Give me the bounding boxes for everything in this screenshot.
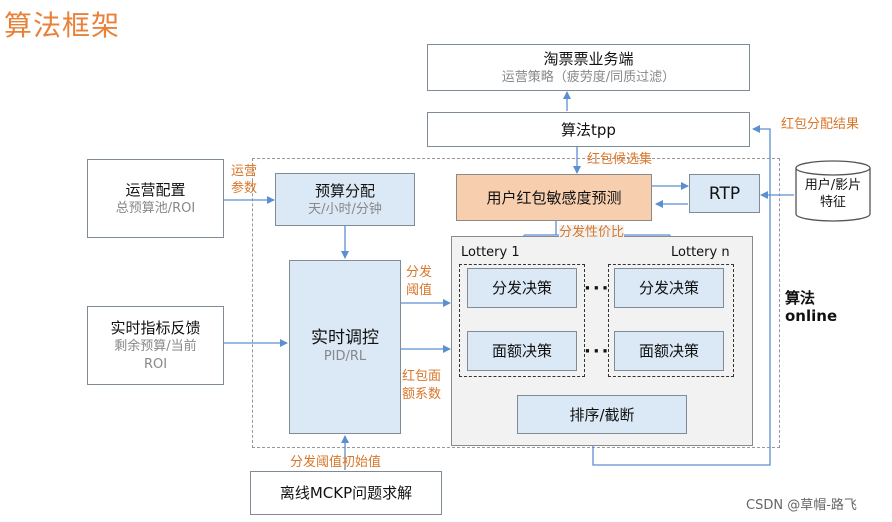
rtp-box: RTP — [689, 174, 760, 213]
allocation-result-label: 红包分配结果 — [781, 117, 860, 132]
algorithm-online-label-line2: online — [785, 307, 838, 325]
dispatch-decision-n-box: 分发决策 — [614, 268, 724, 308]
realtime-control-title: 实时调控 — [311, 328, 379, 348]
realtime-feedback-title: 实时指标反馈 — [110, 318, 201, 337]
ticket-business-end-title: 淘票票业务端 — [543, 49, 634, 68]
sort-truncate-title: 排序/截断 — [569, 405, 635, 424]
amount-decision-n-box: 面额决策 — [614, 331, 724, 371]
budget-allocation-subtitle: 天/小时/分钟 — [308, 201, 382, 217]
lottery-n-group — [608, 264, 734, 377]
dispatch-decision-1-box: 分发决策 — [467, 268, 577, 308]
dispatch-threshold-label-line1: 分发 — [406, 265, 433, 280]
redpack-candidates-label: 红包候选集 — [587, 152, 653, 167]
sort-truncate-box: 排序/截断 — [517, 395, 687, 434]
offline-mckp-box: 离线MCKP问题求解 — [250, 471, 442, 515]
realtime-feedback-box: 实时指标反馈 剩余预算/当前ROI — [87, 306, 224, 385]
face-coef-label-line2: 额系数 — [402, 387, 442, 402]
amount-decision-1-title: 面额决策 — [491, 342, 552, 360]
ops-config-title: 运营配置 — [125, 180, 186, 199]
algorithm-online-boundary — [252, 158, 780, 448]
face-coef-label-line1: 红包面 — [402, 369, 442, 384]
ops-config-subtitle: 总预算池/ROI — [115, 200, 196, 216]
realtime-control-subtitle: PID/RL — [323, 349, 367, 364]
ops-config-box: 运营配置 总预算池/ROI — [87, 159, 224, 238]
amount-decision-1-box: 面额决策 — [467, 331, 577, 371]
user-feature-label: 用户/影片特征 — [804, 178, 862, 210]
budget-allocation-title: 预算分配 — [314, 181, 375, 200]
amount-decision-n-title: 面额决策 — [638, 342, 699, 360]
ops-params-label-line1: 运营 — [231, 164, 258, 179]
database-icon — [795, 160, 871, 222]
lottery-n-label: Lottery n — [671, 245, 730, 260]
algorithm-tpp-title: 算法tpp — [561, 120, 616, 139]
user-feature-database: 用户/影片特征 — [795, 160, 871, 222]
sensitivity-prediction-box: 用户红包敏感度预测 — [456, 174, 652, 221]
dispatch-threshold-label-line2: 阈值 — [406, 283, 433, 298]
lottery-1-group — [459, 264, 585, 377]
ticket-business-end-subtitle: 运营策略（疲劳度/同质过滤） — [501, 69, 676, 85]
watermark: CSDN @草帽-路飞 — [746, 498, 857, 513]
algorithm-online-label-line1: 算法 — [785, 289, 816, 307]
ops-params-label-line2: 参数 — [231, 181, 258, 196]
dispatch-decision-n-title: 分发决策 — [638, 279, 699, 297]
dispatch-decision-1-title: 分发决策 — [491, 279, 552, 297]
ellipsis-dispatch: ··· — [584, 278, 611, 299]
ellipsis-amount: ··· — [584, 341, 611, 362]
realtime-control-box: 实时调控 PID/RL — [289, 260, 401, 434]
ticket-business-end-box: 淘票票业务端 运营策略（疲劳度/同质过滤） — [427, 44, 750, 91]
offline-mckp-title: 离线MCKP问题求解 — [279, 484, 413, 502]
algorithm-tpp-box: 算法tpp — [427, 112, 750, 147]
lottery-1-label: Lottery 1 — [461, 245, 520, 260]
realtime-feedback-subtitle: 剩余预算/当前ROI — [114, 338, 197, 372]
page-title: 算法框架 — [4, 9, 121, 42]
threshold-init-label: 分发阈值初始值 — [290, 455, 382, 470]
sensitivity-prediction-title: 用户红包敏感度预测 — [486, 188, 622, 207]
dispatch-value-label: 分发性价比 — [559, 225, 625, 241]
rtp-title: RTP — [708, 183, 741, 204]
budget-allocation-box: 预算分配 天/小时/分钟 — [275, 173, 415, 226]
